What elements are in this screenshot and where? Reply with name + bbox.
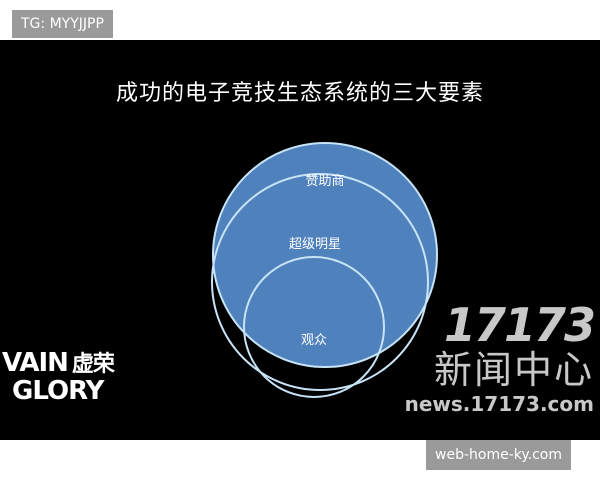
nested-circles-diagram (211, 142, 438, 398)
logo-line1: VAIN (2, 348, 69, 378)
circle-audience (243, 256, 385, 398)
source-tag: TG: MYYJJPP (12, 10, 113, 38)
label-sponsors: 赞助商 (305, 174, 345, 189)
watermark-news-center: 新闻中心 (433, 348, 594, 392)
site-tag: web-home-ky.com (426, 440, 571, 470)
slide-title: 成功的电子竞技生态系统的三大要素 (115, 81, 484, 106)
label-audience: 观众 (300, 333, 328, 348)
logo-line2: GLORY (12, 376, 105, 406)
watermark-17173: 17173 新闻中心 news.17173.com (404, 298, 596, 416)
watermark-brand: 17173 (443, 298, 596, 352)
circle-superstars (211, 173, 429, 391)
circle-sponsors (212, 142, 438, 368)
label-superstars: 超级明星 (288, 237, 342, 252)
logo-line1-cn: 虚荣 (71, 352, 115, 377)
watermark-url: news.17173.com (404, 392, 594, 416)
